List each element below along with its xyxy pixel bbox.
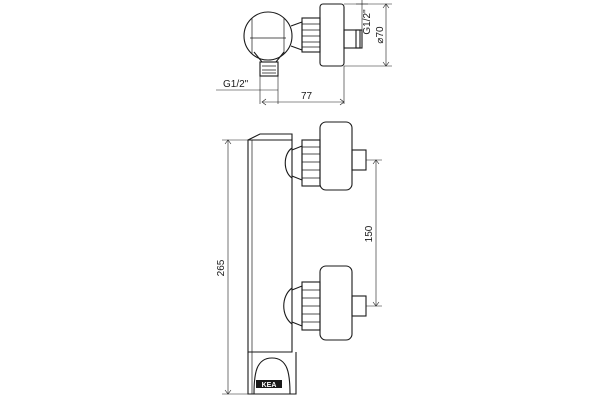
top-wall-flange [319,3,345,67]
upper-elbow [284,147,293,179]
dim-depth-line [262,66,345,104]
dim-spacing-label: 150 [364,225,375,242]
bottom-handle-dome [253,357,291,395]
lower-connector [291,285,303,327]
top-inlet-thread [262,65,276,74]
top-dimensions [216,0,392,106]
upper-connector [291,145,303,181]
brand-logo [256,380,282,388]
dim-height-label: 265 [216,259,227,276]
top-body-flats [251,18,285,54]
dim-diameter-line [344,3,392,67]
upper-spindle [351,149,367,171]
lower-nut-ribs [302,289,320,323]
brand-logo-text: KEA [262,382,277,389]
upper-wall-flange [319,121,353,191]
top-connector [290,21,303,51]
bottom-handle-shell [247,352,297,395]
dim-depth-label: 77 [301,91,313,102]
top-body-circle [243,11,293,61]
dim-depth-arrows [261,98,345,106]
dim-spacing-arrows [372,159,380,307]
dim-g12-bottom-line [216,76,279,104]
dim-spacing-line [366,159,382,307]
top-inlet-nut [259,61,279,77]
front-body [247,139,293,353]
lower-elbow [283,287,293,325]
lower-wall-flange [319,265,353,341]
dim-thread-bottom-label: G1/2" [223,79,249,90]
front-dimensions [222,139,382,395]
top-view [243,3,363,77]
dim-diameter-label: ⌀70 [375,26,386,44]
dim-height-line [222,139,248,395]
front-body-top [247,133,293,141]
upper-nut-ribs [302,146,320,179]
dim-thread-side-label: G1/2" [362,9,373,35]
dim-diameter-arrows [382,3,390,67]
dim-height-arrows [224,139,232,395]
top-spindle [343,29,361,49]
front-view [247,121,367,395]
top-nut-ribs [302,23,320,48]
lower-spindle [351,295,367,317]
